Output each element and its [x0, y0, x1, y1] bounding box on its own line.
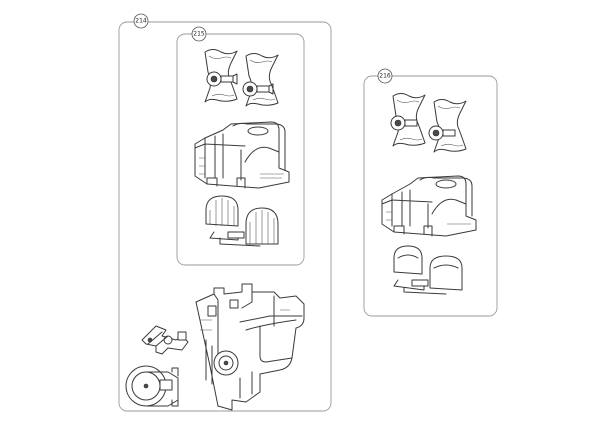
small-clip-214 — [141, 325, 189, 355]
bracket-basket-215 — [194, 121, 290, 189]
dome-caps-216 — [393, 245, 463, 295]
callout-214-label: 214 — [135, 18, 147, 25]
dome-caps-215 — [205, 195, 279, 247]
callout-216: 216 — [377, 68, 393, 84]
group-frame-216 — [363, 75, 498, 317]
bowtie-clip-pair-215 — [204, 49, 279, 107]
callout-215: 215 — [191, 26, 207, 42]
callout-216-label: 216 — [379, 73, 391, 80]
bowtie-clip-pair-216 — [390, 93, 467, 153]
mounting-body-214 — [195, 283, 305, 411]
group-frame-215 — [176, 33, 305, 266]
callout-214: 214 — [133, 13, 149, 29]
group-frame-214 — [118, 21, 332, 412]
bracket-basket-216 — [381, 175, 477, 237]
round-base-214 — [125, 365, 179, 407]
callout-215-label: 215 — [193, 31, 205, 38]
